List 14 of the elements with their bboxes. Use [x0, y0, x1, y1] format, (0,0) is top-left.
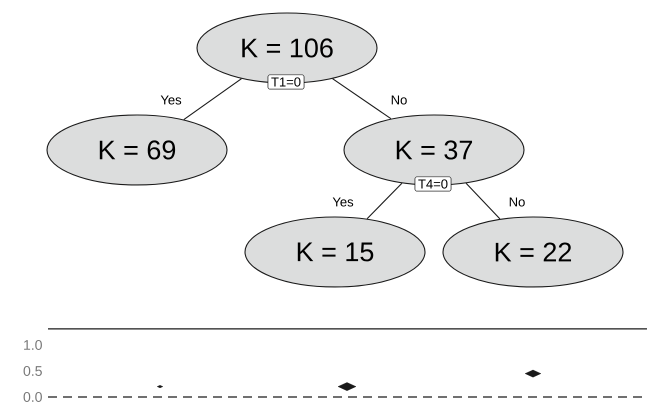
y-tick-label: 1.0: [24, 340, 42, 350]
edge-label: No: [508, 196, 526, 208]
edge-label: Yes: [159, 94, 183, 106]
ellipse-node: K = 69: [46, 114, 228, 186]
y-tick-label: 0.0: [24, 392, 42, 402]
ellipse-node: K = 22: [442, 216, 624, 288]
y-tick-label: 0.5: [24, 366, 42, 376]
connector-line: [332, 78, 392, 120]
connector-line: [466, 182, 500, 220]
edge-label: No: [390, 94, 408, 106]
connector-line: [366, 182, 402, 220]
edge-label: Yes: [331, 196, 355, 208]
connector-line: [184, 78, 242, 120]
ellipse-node: K = 15: [244, 216, 426, 288]
